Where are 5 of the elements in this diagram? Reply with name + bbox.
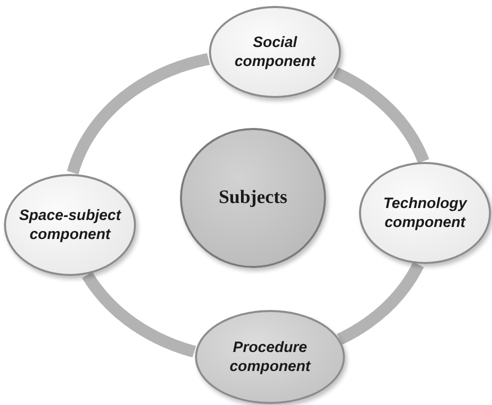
node-label: Procedure component [228,338,312,376]
node-label: Subjects [218,186,288,210]
node-label: Space-subject component [18,206,122,244]
node-label: Technology component [382,194,468,232]
node-label: Social component [234,32,317,72]
